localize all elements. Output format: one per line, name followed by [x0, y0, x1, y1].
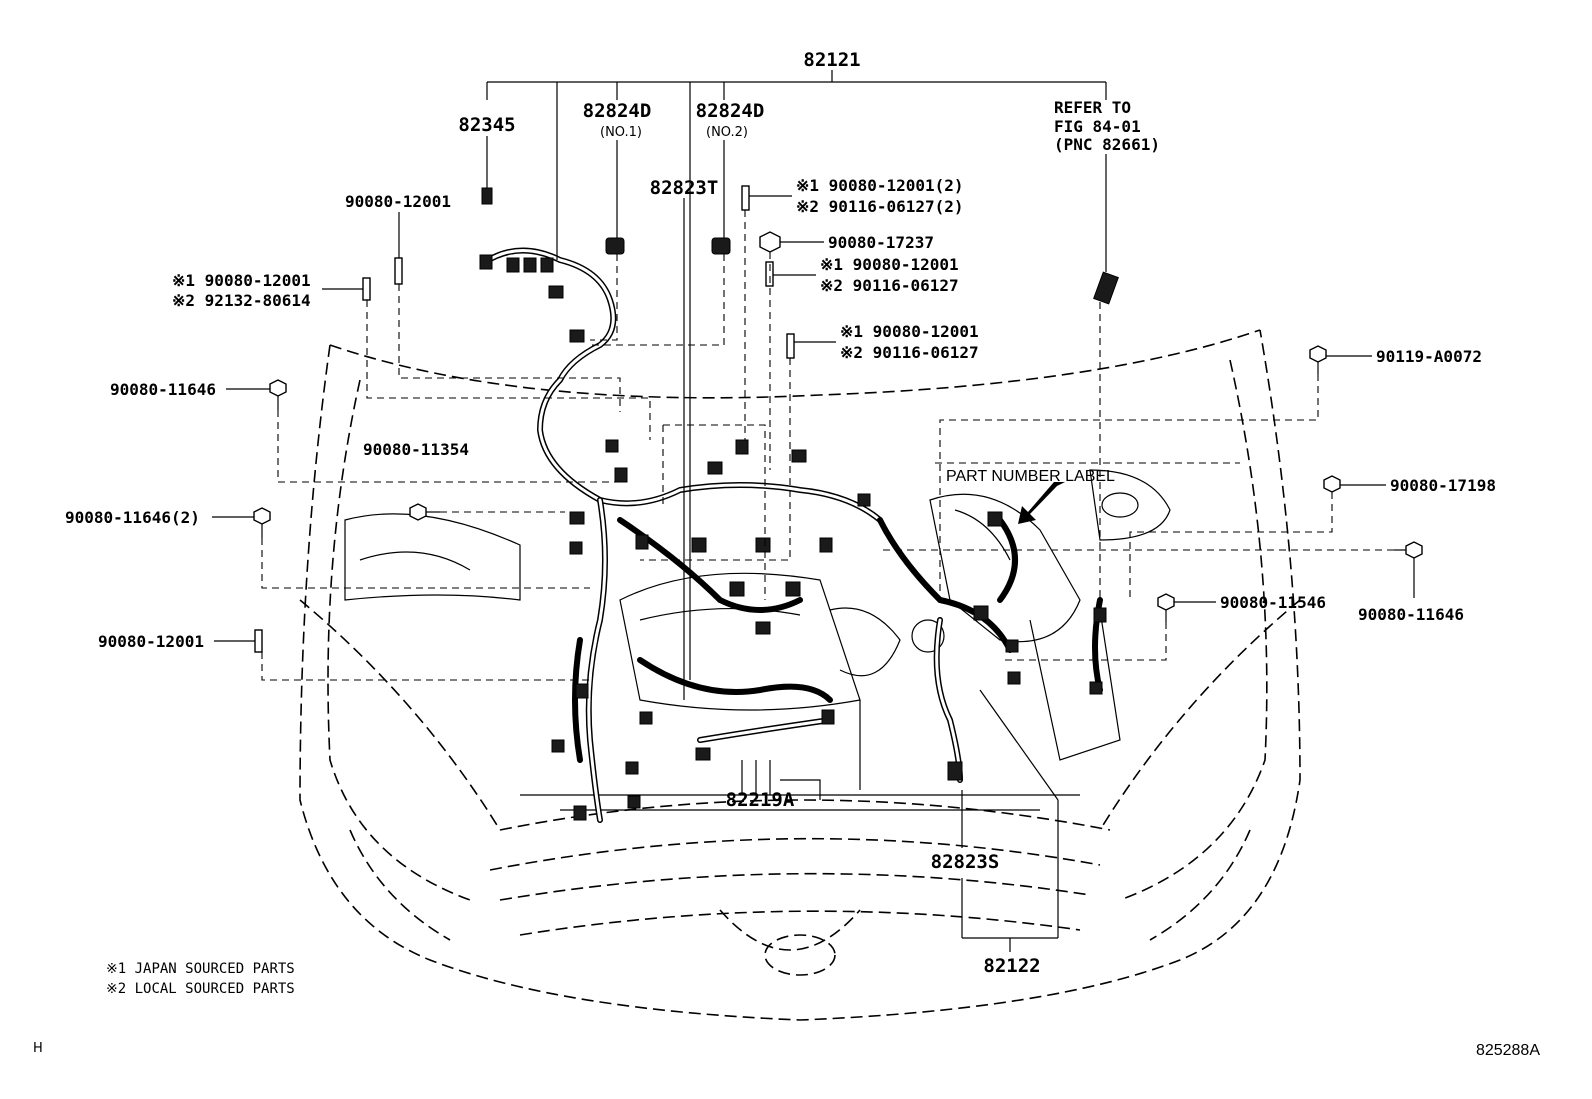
label-f9a: ※1 90080-12001: [820, 255, 959, 274]
corner-mark: H: [33, 1041, 43, 1056]
label-f13: 90080-11646: [1358, 605, 1464, 624]
label-f4: 90080-11354: [363, 440, 469, 459]
label-refer-3: (PNC 82661): [1054, 135, 1160, 154]
engine-bay: [344, 469, 1171, 800]
label-f14: 90080-11546: [1220, 593, 1326, 612]
label-82824d-no2: 82824D: [696, 100, 765, 122]
label-82121: 82121: [803, 49, 860, 71]
label-f3: 90080-11646: [110, 380, 216, 399]
connectors: [479, 187, 1119, 821]
label-f7a: ※1 90080-12001(2): [796, 176, 964, 195]
label-f9b: ※2 90116-06127: [820, 276, 959, 295]
label-f10a: ※1 90080-12001: [840, 322, 979, 341]
label-f12: 90080-17198: [1390, 476, 1496, 495]
label-part-number: PART NUMBER LABEL: [946, 468, 1115, 485]
label-f8: 90080-17237: [828, 233, 934, 252]
label-f7b: ※2 90116-06127(2): [796, 197, 964, 216]
label-82823t: 82823T: [650, 177, 719, 199]
fastener-icons: [253, 185, 1423, 653]
wire-harness: [482, 247, 1103, 823]
leader-lines: [212, 70, 1415, 952]
label-no2: (NO.2): [706, 125, 748, 140]
car-body-outline: [299, 329, 1301, 1021]
label-f2b: ※2 92132-80614: [172, 291, 311, 310]
label-f5: 90080-11646(2): [65, 508, 200, 527]
note-local: ※2 LOCAL SOURCED PARTS: [106, 981, 295, 997]
label-refer-1: REFER TO: [1054, 98, 1131, 117]
label-f6: 90080-12001: [98, 632, 204, 651]
part-number-arrow: [1018, 482, 1065, 524]
label-f10b: ※2 90116-06127: [840, 343, 979, 362]
label-no1: (NO.1): [600, 125, 642, 140]
label-refer-2: FIG 84-01: [1054, 117, 1141, 136]
label-f1: 90080-12001: [345, 192, 451, 211]
label-82345: 82345: [458, 114, 515, 136]
dashed-reference-lines: [261, 210, 1394, 681]
label-f2a: ※1 90080-12001: [172, 271, 311, 290]
label-82219a: 82219A: [726, 789, 795, 811]
label-82823s: 82823S: [931, 851, 1000, 873]
label-82824d-no1: 82824D: [583, 100, 652, 122]
figure-id: 825288A: [1476, 1042, 1540, 1059]
label-f11: 90119-A0072: [1376, 347, 1482, 366]
labels: 82121 82345 82824D (NO.1) 82824D (NO.2) …: [33, 49, 1540, 1059]
note-japan: ※1 JAPAN SOURCED PARTS: [106, 961, 295, 977]
label-82122: 82122: [983, 955, 1040, 977]
